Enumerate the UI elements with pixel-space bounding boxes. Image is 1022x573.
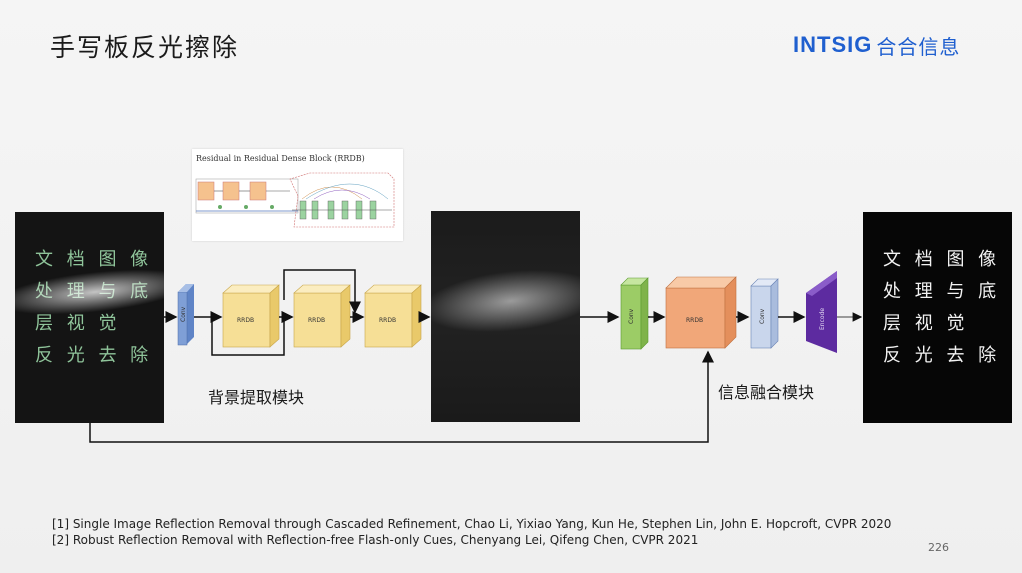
conv-label-1: Conv [180, 306, 187, 322]
rrdb-block-4 [665, 276, 737, 349]
rrdb-block-3 [364, 284, 422, 348]
long-skip-connection [89, 350, 714, 443]
reference-1: [1] Single Image Reflection Removal thro… [52, 517, 892, 531]
logo-text-cn: 合合信息 [876, 34, 961, 59]
rrdb-label-3: RRDB [379, 317, 396, 324]
output-image: 文 档 图 像 处 理 与 底 层 视 觉 反 光 去 除 [863, 212, 1012, 423]
skip-connection [283, 269, 361, 314]
background-module-label: 背景提取模块 [208, 388, 305, 407]
conv-block-1 [177, 284, 194, 346]
intsig-logo: INTSIG 合合信息 [793, 30, 960, 60]
handwriting-line: 层 视 觉 [35, 313, 121, 334]
handwriting-line: 处 理 与 底 [883, 281, 1001, 302]
output-handwriting: 文 档 图 像 处 理 与 底 层 视 觉 反 光 去 除 [883, 244, 1012, 372]
rrdb-label-2: RRDB [308, 317, 325, 324]
fusion-module-label: 信息融合模块 [718, 383, 815, 402]
input-image: 文 档 图 像 处 理 与 底 层 视 觉 反 光 去 除 [15, 212, 164, 423]
encode-label: Encode [819, 308, 826, 330]
background-image [431, 211, 580, 422]
logo-text-en: INTSIG [793, 32, 873, 57]
page-number: 226 [928, 541, 949, 554]
references: [1] Single Image Reflection Removal thro… [52, 516, 891, 548]
inset-diagram [195, 172, 395, 228]
rrdb-block-1 [222, 284, 280, 348]
conv-block-2 [620, 277, 649, 350]
inset-title: Residual in Residual Dense Block (RRDB) [196, 154, 365, 163]
reference-2: [2] Robust Reflection Removal with Refle… [52, 533, 699, 547]
rrdb-inset-figure: Residual in Residual Dense Block (RRDB) [192, 149, 403, 241]
handwriting-line: 文 档 图 像 [883, 249, 1001, 270]
handwriting-line: 反 光 去 除 [35, 345, 153, 366]
rrdb-block-2 [293, 284, 351, 348]
handwriting-line: 反 光 去 除 [883, 345, 1001, 366]
rrdb-label-4: RRDB [686, 317, 703, 324]
conv-block-3 [750, 278, 779, 349]
skip-connection [211, 311, 294, 356]
rrdb-label-1: RRDB [237, 317, 254, 324]
conv-label-2: Conv [628, 308, 635, 324]
handwriting-line: 层 视 觉 [883, 313, 969, 334]
handwriting-line: 文 档 图 像 [35, 249, 153, 270]
slide-title: 手写板反光擦除 [50, 33, 240, 62]
encode-block [806, 271, 837, 353]
conv-label-3: Conv [759, 308, 766, 324]
